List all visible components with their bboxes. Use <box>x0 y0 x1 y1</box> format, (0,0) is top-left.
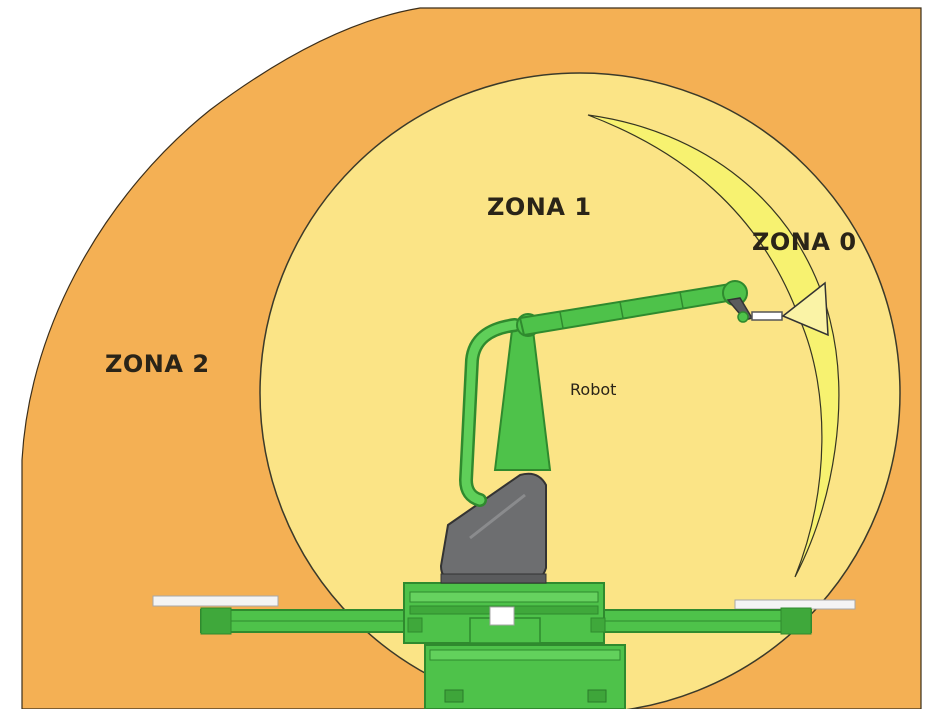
zone-2-label: ZONA 2 <box>105 350 210 378</box>
robot-lower-arm <box>458 313 552 507</box>
tool-spray-cone <box>781 281 829 337</box>
zone-0-region <box>587 114 840 578</box>
robot-label: Robot <box>570 380 616 399</box>
robot-turntable <box>152 582 856 644</box>
zone-1-region <box>259 72 901 709</box>
zone-0-label: ZONA 0 <box>752 228 857 256</box>
robot <box>152 280 856 709</box>
robot-base <box>424 644 626 709</box>
zone-1-label: ZONA 1 <box>487 193 592 221</box>
robot-wrist-tool <box>726 297 783 323</box>
robot-housing <box>439 472 547 584</box>
